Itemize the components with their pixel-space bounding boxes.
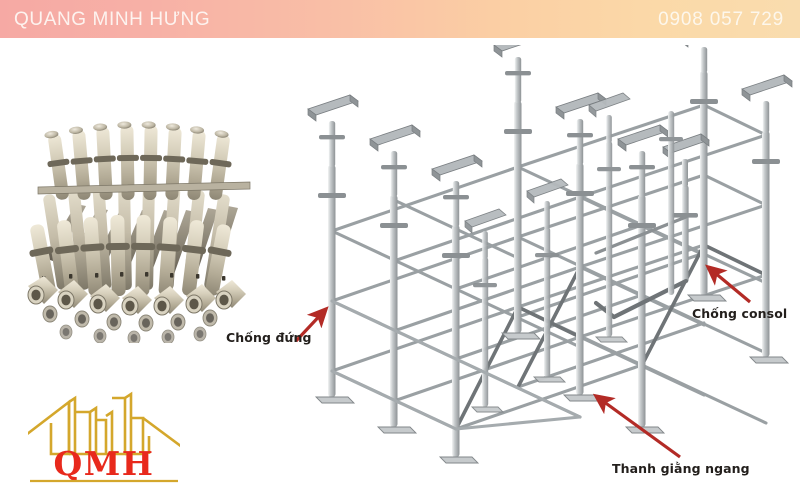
shoring-props-photo bbox=[14, 108, 272, 343]
label-chong-dung: Chống đứng bbox=[226, 330, 312, 345]
brand-title: QUANG MINH HƯNG bbox=[14, 9, 211, 30]
header-bar: QUANG MINH HƯNG 0908 057 729 bbox=[0, 0, 800, 38]
logo-wordmark: QMH bbox=[54, 444, 155, 483]
qmh-logo: QMH bbox=[28, 376, 180, 484]
label-thanh-giang-ngang: Thanh giằng ngang bbox=[612, 461, 750, 476]
label-chong-consol: Chống consol bbox=[692, 306, 788, 321]
brand-phone-number: 0908 057 729 bbox=[658, 9, 784, 30]
scaffold-diagram bbox=[296, 45, 800, 465]
